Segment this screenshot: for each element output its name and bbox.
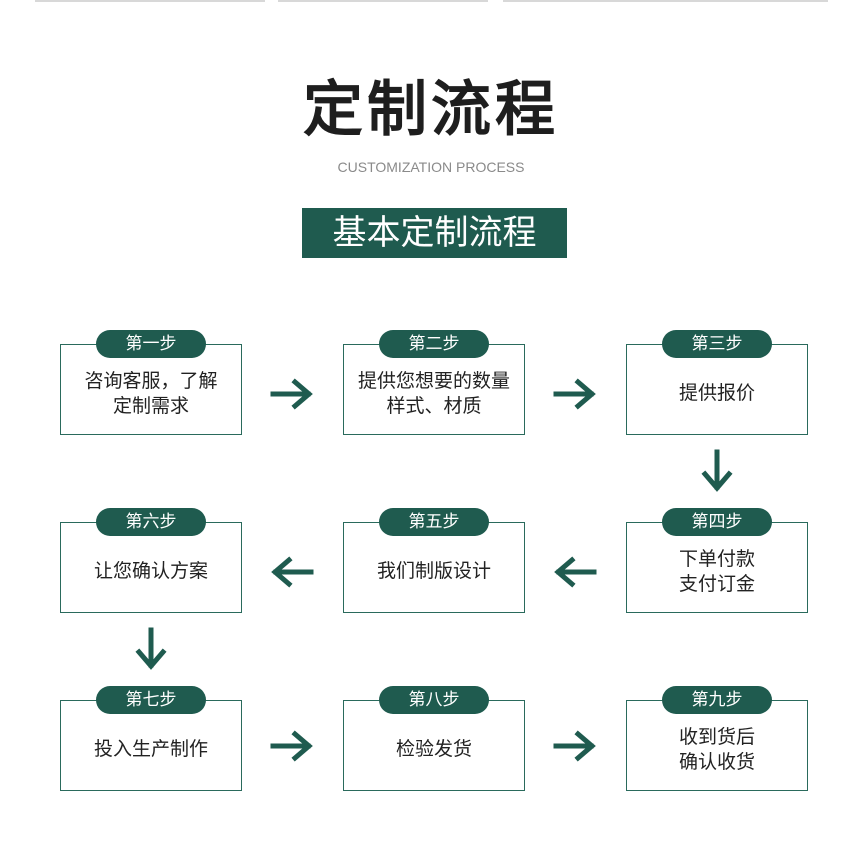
- step-7-badge: 第七步: [96, 686, 206, 714]
- step-7-text: 投入生产制作: [93, 738, 208, 760]
- step-4-box: 下单付款 支付订金: [626, 522, 808, 613]
- arrow-right-icon: [270, 730, 313, 762]
- step-1-box: 咨询客服，了解 定制需求: [60, 344, 242, 435]
- page-subtitle: CUSTOMIZATION PROCESS: [337, 159, 525, 175]
- section-banner: 基本定制流程: [302, 208, 567, 258]
- step-3-text: 提供报价: [678, 382, 755, 404]
- step-9-badge: 第九步: [662, 686, 772, 714]
- step-5-badge: 第五步: [379, 508, 489, 536]
- page-title: 定制流程: [303, 75, 559, 145]
- step-3-badge: 第三步: [662, 330, 772, 358]
- arrow-down-icon: [701, 449, 733, 492]
- arrow-down-icon: [135, 627, 167, 670]
- step-6-text: 让您确认方案: [93, 560, 208, 582]
- step-9-box: 收到货后 确认收货: [626, 700, 808, 791]
- step-5-text: 我们制版设计: [376, 560, 491, 582]
- step-2-badge: 第二步: [379, 330, 489, 358]
- step-2-text: 提供您想要的数量 样式、材质: [357, 369, 510, 417]
- step-9-text: 收到货后 确认收货: [678, 725, 755, 773]
- top-divider-middle: [278, 0, 488, 2]
- step-8-text: 检验发货: [395, 738, 472, 760]
- arrow-right-icon: [270, 378, 313, 410]
- step-1-text: 咨询客服，了解 定制需求: [84, 369, 218, 417]
- arrow-left-icon: [271, 556, 314, 588]
- arrow-left-icon: [554, 556, 597, 588]
- arrow-right-icon: [553, 378, 596, 410]
- step-8-badge: 第八步: [379, 686, 489, 714]
- step-1-badge: 第一步: [96, 330, 206, 358]
- step-2-box: 提供您想要的数量 样式、材质: [343, 344, 525, 435]
- top-divider-left: [35, 0, 265, 2]
- step-4-text: 下单付款 支付订金: [678, 547, 755, 595]
- arrow-right-icon: [553, 730, 596, 762]
- step-6-badge: 第六步: [96, 508, 206, 536]
- top-divider-right: [503, 0, 828, 2]
- step-4-badge: 第四步: [662, 508, 772, 536]
